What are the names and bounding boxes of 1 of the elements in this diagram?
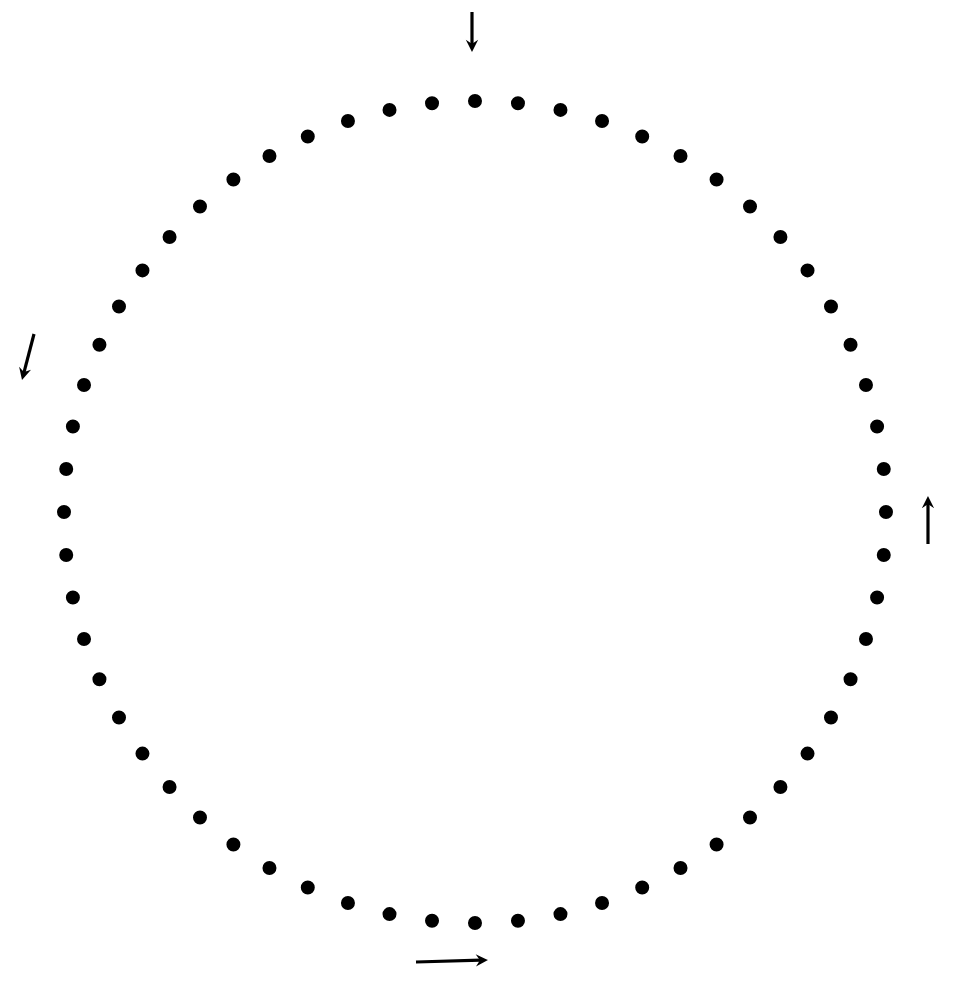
dotted-circle (57, 94, 893, 930)
